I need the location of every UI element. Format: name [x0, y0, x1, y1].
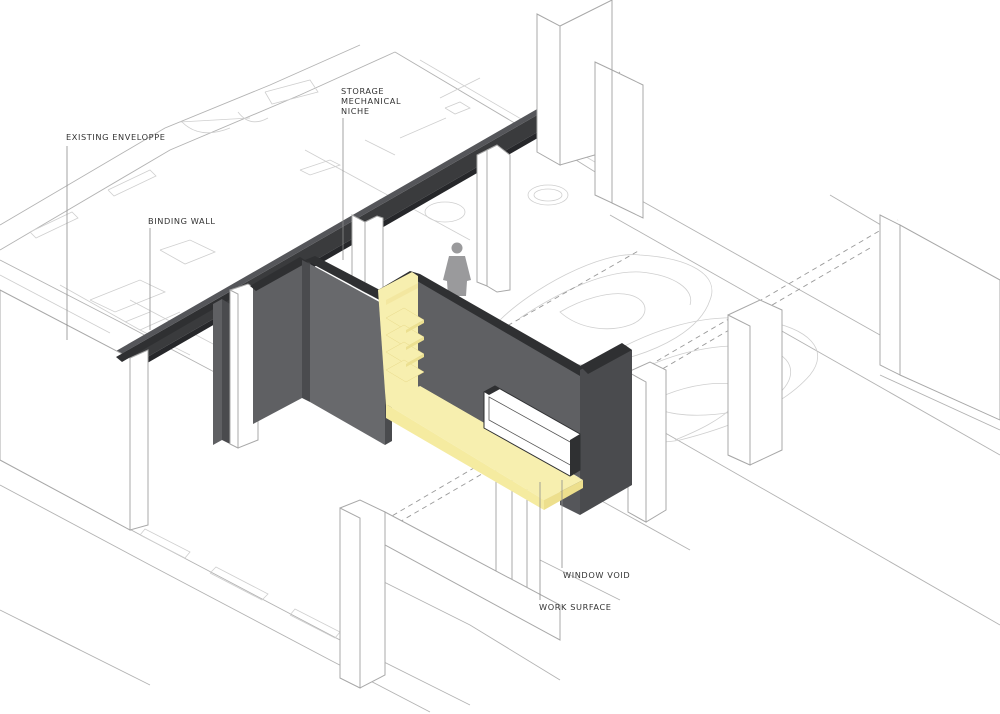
- storage-niche: [378, 271, 632, 515]
- label-existing-envelope: EXISTING ENVELOPPE: [66, 132, 166, 142]
- label-work-surface: WORK SURFACE: [539, 602, 612, 612]
- label-window-void: WINDOW VOID: [563, 570, 630, 580]
- columns-front: [0, 289, 783, 689]
- label-leaders: [66, 118, 563, 600]
- label-binding-wall: BINDING WALL: [148, 216, 216, 226]
- label-storage-line2: MECHANICAL: [341, 96, 401, 106]
- binding-wall: [116, 256, 395, 449]
- label-storage-line3: NICHE: [341, 106, 370, 116]
- columns-back: [351, 0, 1000, 421]
- human-figure: [443, 242, 471, 296]
- label-storage-line1: STORAGE: [341, 86, 384, 96]
